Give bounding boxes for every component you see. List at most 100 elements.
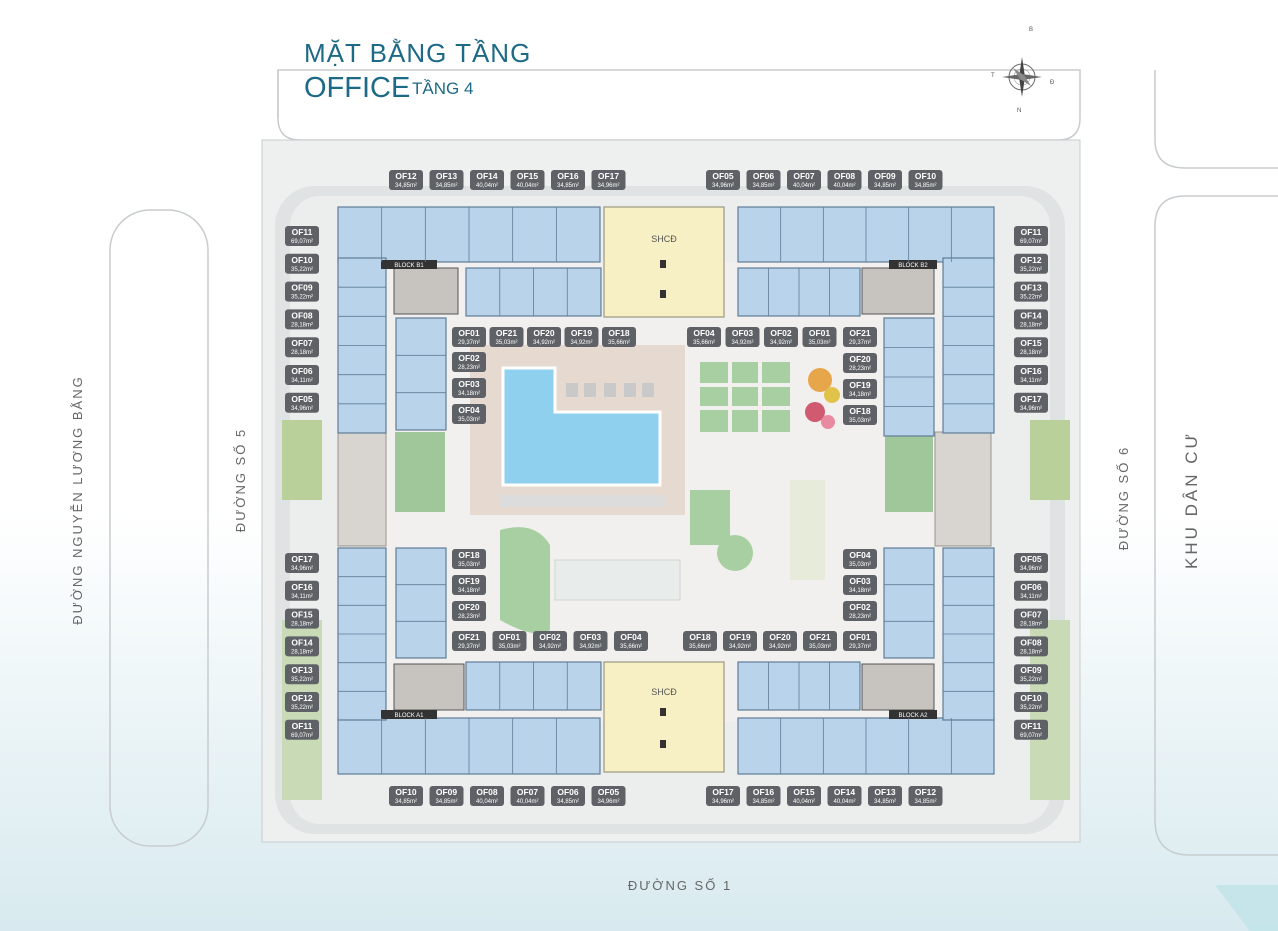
- unit-code: OF11: [1021, 227, 1042, 237]
- unit-area: 35,22m²: [1020, 295, 1042, 301]
- unit-label-bg: [389, 786, 423, 806]
- unit-area: 29,37m²: [849, 644, 871, 650]
- unit-area: 34,92m²: [769, 644, 791, 650]
- unit-code: OF18: [458, 550, 480, 560]
- unit-area: 34,92m²: [579, 644, 601, 650]
- unit-code: OF17: [598, 171, 620, 181]
- street-so-1: ĐƯỜNG SỐ 1: [628, 878, 732, 893]
- unit-label-bg: [285, 692, 319, 712]
- unit-area: 34,11m²: [291, 378, 313, 384]
- unit-label-bg: [706, 786, 740, 806]
- unit-code: OF10: [395, 787, 417, 797]
- unit-label-bg: [1014, 253, 1048, 274]
- block-b1-label: BLOCK B1: [394, 263, 424, 269]
- unit-code: OF08: [476, 787, 498, 797]
